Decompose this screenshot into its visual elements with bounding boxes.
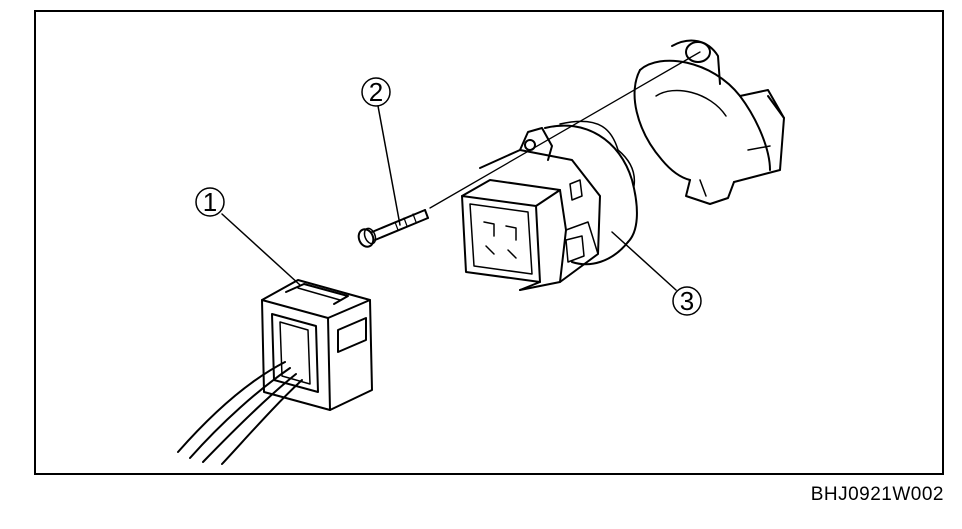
callout-1 <box>195 187 301 286</box>
mounting-bracket-part <box>633 39 785 205</box>
figure-frame <box>34 10 944 475</box>
figure-code: BHJ0921W002 <box>810 484 944 505</box>
callout-3-number: 3 <box>680 286 694 316</box>
harness-connector-part <box>177 279 373 465</box>
callout-2-number: 2 <box>369 77 383 107</box>
callout-1-number: 1 <box>203 187 217 217</box>
callout-3 <box>611 231 702 316</box>
switch-body-part <box>461 120 638 291</box>
screw-part <box>357 51 701 248</box>
callout-2 <box>361 77 401 226</box>
